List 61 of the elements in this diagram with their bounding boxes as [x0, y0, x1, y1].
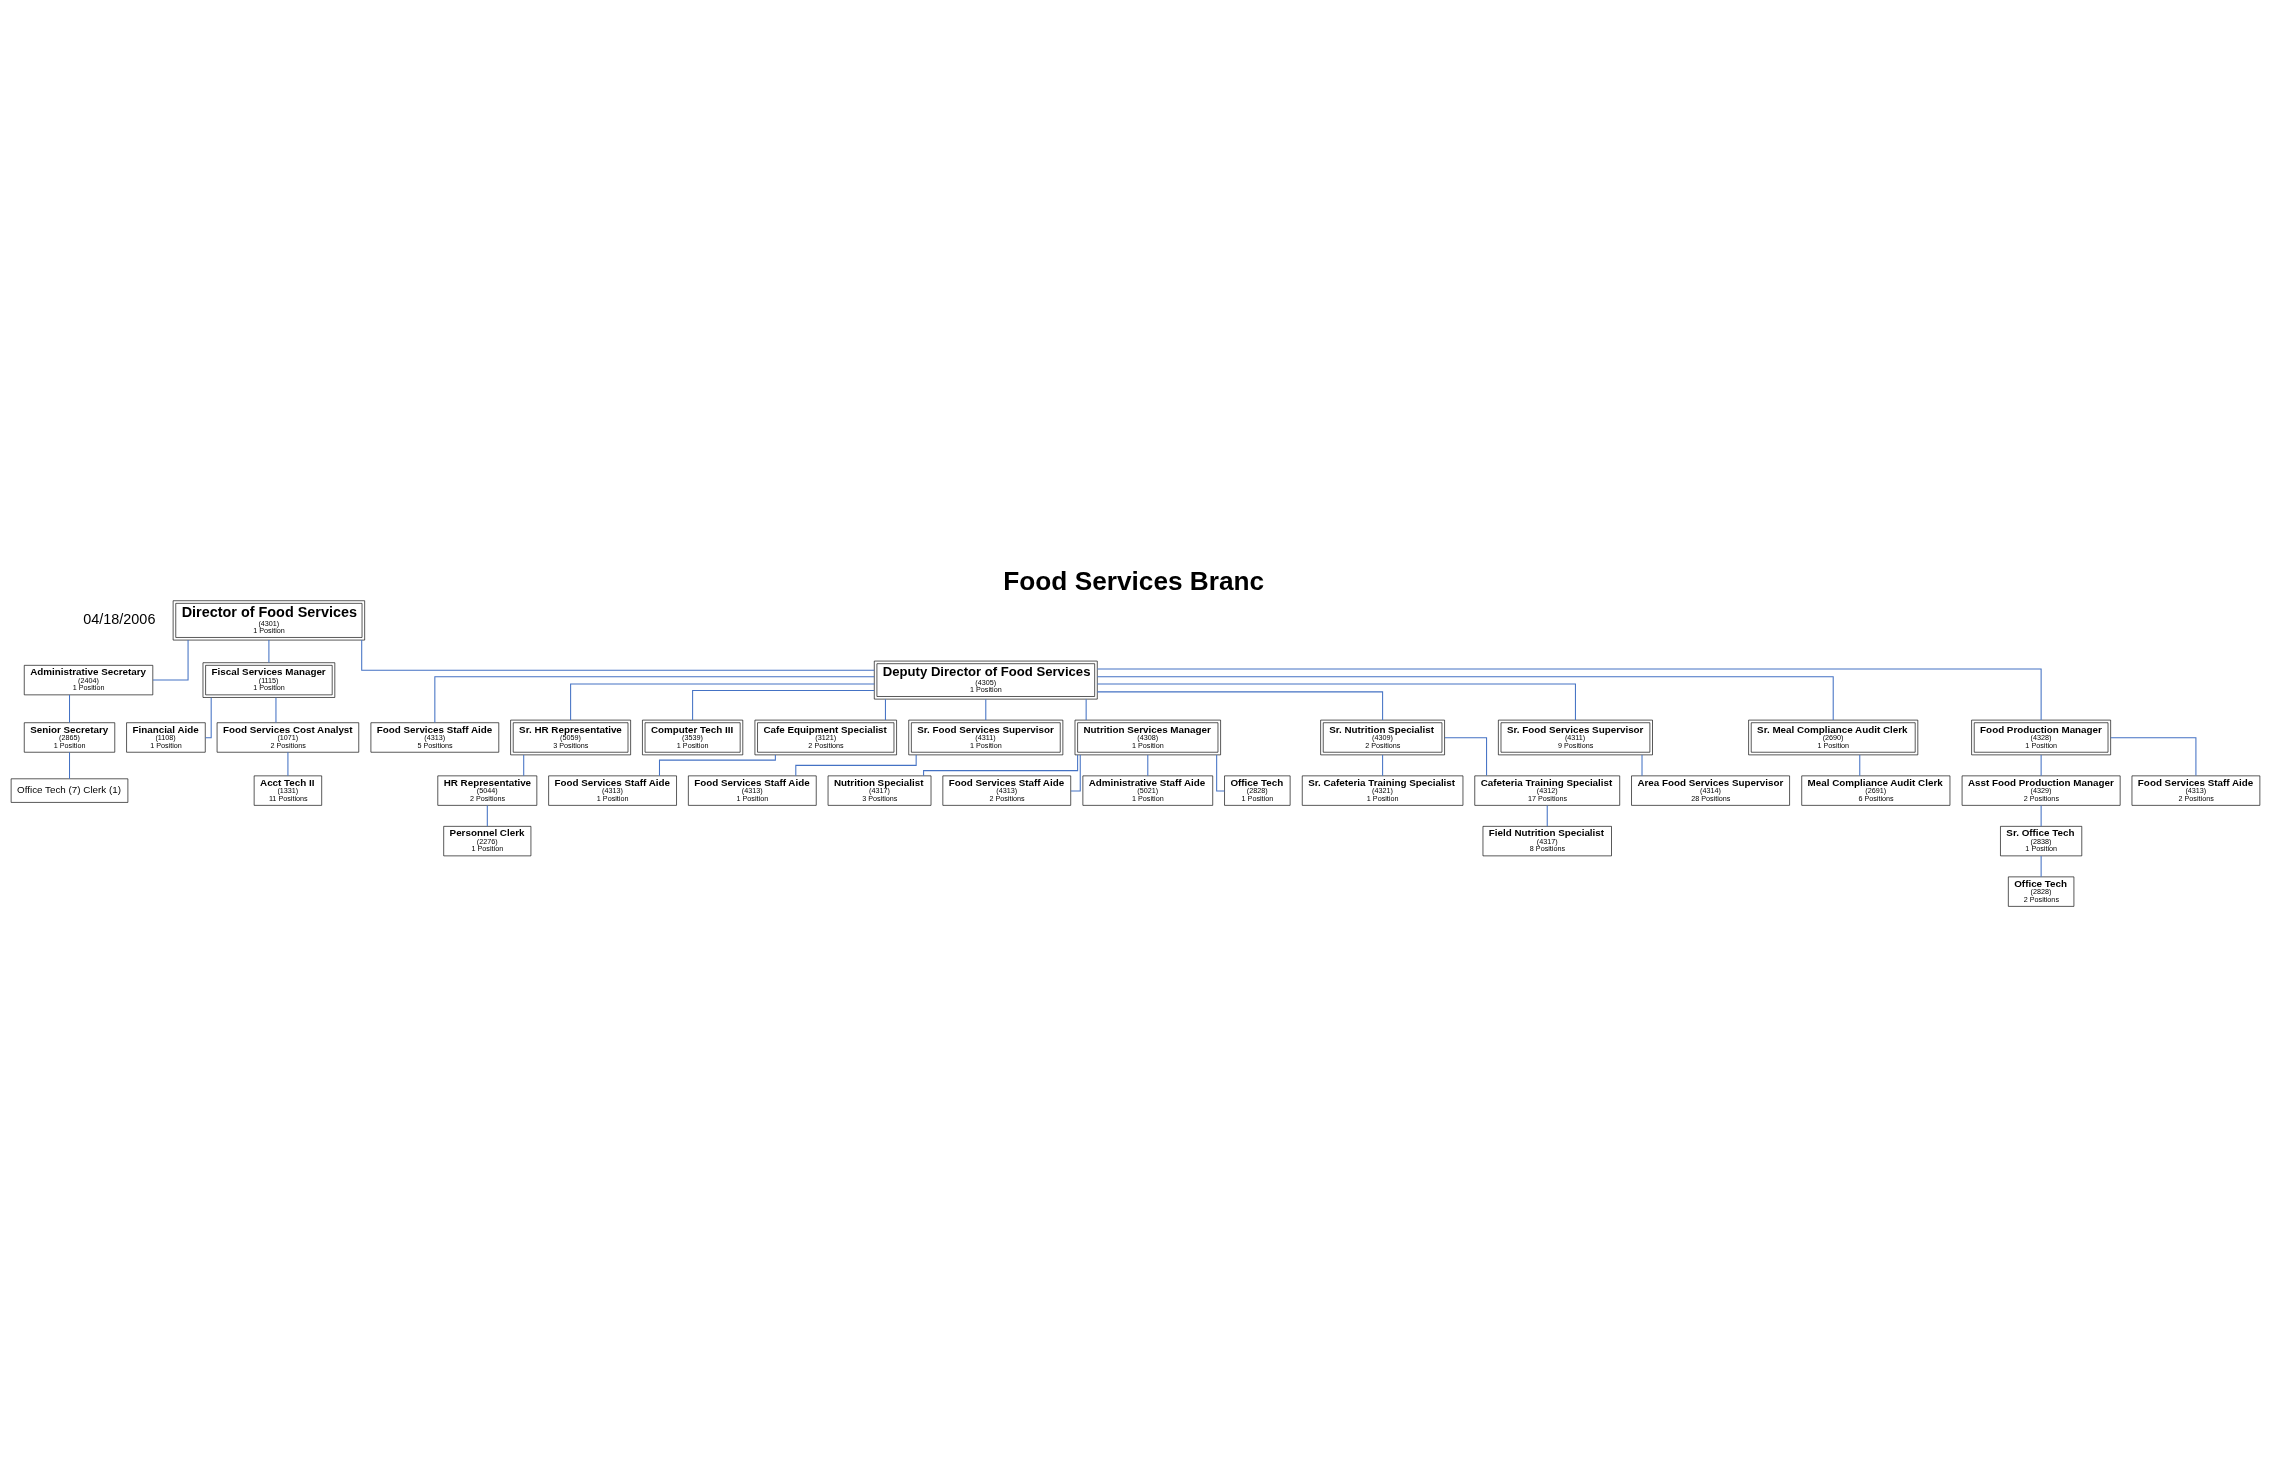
node-box: Administrative Secretary (2404) 1 Position	[23, 664, 154, 695]
connector	[1444, 736, 1488, 776]
connector	[923, 754, 1079, 776]
connector	[486, 804, 488, 827]
connector	[361, 639, 875, 671]
connector	[795, 753, 917, 776]
node-box: Sr. Cafeteria Training Specialist (4321) 1 Position	[1301, 775, 1464, 806]
connector	[884, 698, 886, 721]
node-box: Field Nutrition Specialist (4317) 8 Positions	[1482, 825, 1612, 856]
node-box: Acct Tech II (1331) 11 Positions	[253, 775, 323, 806]
node-box: Food Services Staff Aide (4313) 1 Position	[548, 775, 677, 806]
connector	[434, 675, 875, 723]
connector	[570, 683, 875, 720]
connector	[287, 751, 289, 776]
connector	[1096, 690, 1384, 720]
node-box: Food Services Staff Aide (4313) 1 Position	[688, 775, 817, 806]
node-box: Administrative Staff Aide (5021) 1 Position	[1082, 775, 1214, 806]
connector	[69, 751, 71, 779]
node-box: Asst Food Production Manager (4329) 2 Positions	[1961, 775, 2121, 806]
connector	[2040, 854, 2042, 877]
connector	[275, 696, 277, 723]
node-box: Food Services Staff Aide (4313) 5 Positions	[370, 721, 500, 753]
connector	[692, 689, 875, 721]
diagram-title: Food Services Branc	[1003, 565, 1265, 596]
node-box: Personnel Clerk (2276) 1 Position	[443, 825, 532, 856]
label: 04/18/2006	[83, 610, 156, 627]
connector	[1096, 667, 2042, 721]
node-box: Senior Secretary (2865) 1 Position	[23, 721, 116, 753]
node-box: Financial Aide (1108) 1 Position	[126, 721, 206, 753]
node-box: Food Services Cost Analyst (1071) 2 Positions	[216, 721, 360, 753]
connector	[985, 698, 987, 721]
connector	[1382, 753, 1384, 776]
node-box: Office Tech (2828) 2 Positions	[2008, 876, 2075, 907]
connector	[1147, 753, 1149, 776]
connector	[523, 753, 525, 776]
connector	[1859, 753, 1861, 776]
connector	[2040, 753, 2042, 776]
node-box: Area Food Services Supervisor (4314) 28 Positions	[1631, 775, 1790, 806]
node-box: Cafeteria Training Specialist (4312) 17 Positions	[1474, 775, 1621, 806]
connector	[2040, 804, 2042, 827]
node-box: Food Services Staff Aide (4313) 2 Positions	[942, 775, 1072, 806]
connector	[1216, 753, 1226, 791]
node-box: Office Tech (2828) 1 Position	[1224, 775, 1291, 806]
connector	[1096, 675, 1834, 720]
node-box: Food Services Staff Aide (4313) 2 Positions	[2131, 775, 2261, 806]
connector	[2110, 736, 2197, 776]
node-box: Office Tech (7) Clerk (1)	[10, 777, 129, 803]
node-box: Meal Compliance Audit Clerk (2691) 6 Positions	[1801, 775, 1951, 806]
connector	[268, 639, 270, 663]
connector	[658, 754, 776, 776]
connector	[1546, 804, 1548, 827]
node-box: Nutrition Specialist (4317) 3 Positions	[827, 775, 932, 806]
node-box: Sr. Office Tech (2838) 1 Position	[2000, 825, 2083, 856]
connector	[1641, 753, 1643, 776]
node-box: HR Representative (5044) 2 Positions	[437, 775, 538, 806]
connector	[1070, 753, 1081, 791]
connector	[204, 696, 212, 738]
connector	[69, 693, 71, 723]
connector	[1096, 683, 1576, 720]
connector	[152, 639, 189, 681]
connector	[1085, 698, 1087, 721]
